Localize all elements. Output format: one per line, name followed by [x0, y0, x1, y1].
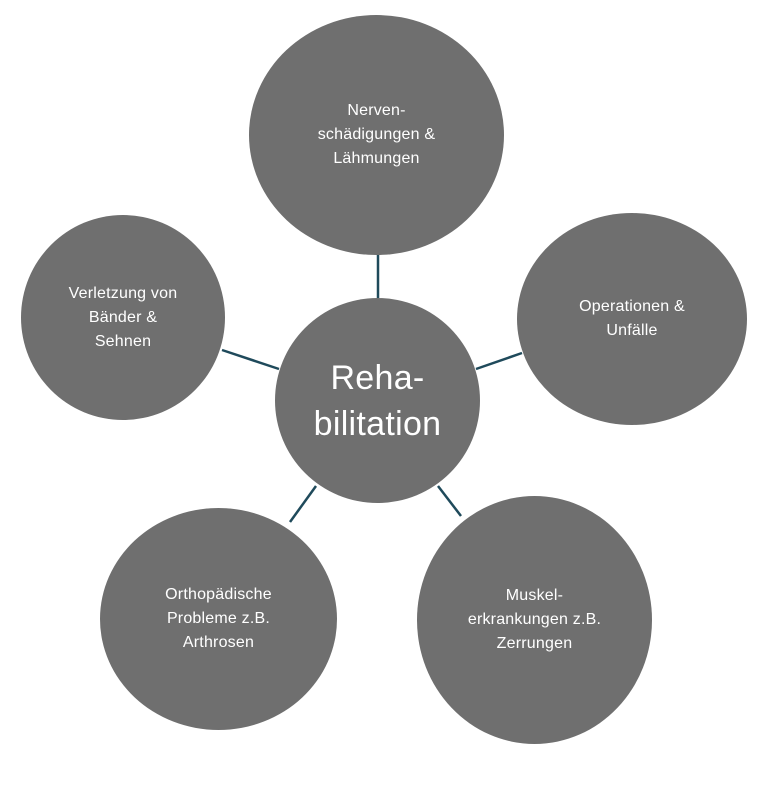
connector-ligaments: [221, 348, 280, 371]
node-ligaments: Verletzung von Bänder & Sehnen: [21, 215, 225, 420]
center-node: Reha- bilitation: [275, 298, 480, 503]
node-orthopedic-label: Orthopädische Probleme z.B. Arthrosen: [165, 586, 272, 651]
node-muscle-label: Muskel- erkrankungen z.B. Zerrungen: [467, 587, 602, 652]
node-nerves: Nerven- schädigungen & Lähmungen: [249, 15, 504, 255]
node-operations: Operationen & Unfälle: [517, 213, 747, 425]
node-nerves-label: Nerven- schädigungen & Lähmungen: [317, 102, 436, 167]
node-operations-label: Operationen & Unfälle: [579, 298, 685, 339]
node-ligaments-label: Verletzung von Bänder & Sehnen: [68, 284, 178, 350]
connector-orthopedic: [288, 485, 318, 523]
node-orthopedic: Orthopädische Probleme z.B. Arthrosen: [100, 508, 337, 730]
connector-operations: [475, 351, 523, 371]
center-node-label: Reha- bilitation: [313, 358, 442, 443]
node-muscle: Muskel- erkrankungen z.B. Zerrungen: [417, 496, 652, 744]
connector-muscle: [437, 485, 462, 517]
